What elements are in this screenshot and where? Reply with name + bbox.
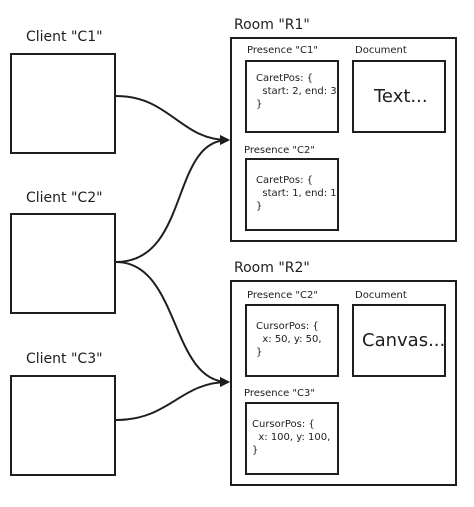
document-r2-box: Canvas... (352, 304, 446, 377)
client-c2-label: Client "C2" (26, 190, 103, 206)
presence-c2-r2-label: Presence "C2" (247, 290, 318, 301)
presence-c3-box: CursorPos: { x: 100, y: 100, } (245, 402, 339, 475)
room-r1-box: Presence "C1" CaretPos: { start: 2, end:… (230, 37, 457, 242)
presence-c1-code: CaretPos: { start: 2, end: 3, } (256, 73, 340, 110)
presence-c2-r2-code: CursorPos: { x: 50, y: 50, } (256, 321, 322, 358)
client-c3-box (10, 375, 116, 476)
arrow-c2-to-r1 (115, 135, 230, 263)
presence-c2-r2-box: CursorPos: { x: 50, y: 50, } (245, 304, 339, 377)
document-r1-label: Document (355, 45, 407, 56)
presence-c3-code: CursorPos: { x: 100, y: 100, } (252, 419, 331, 456)
room-r1-label: Room "R1" (234, 17, 310, 33)
client-c3-label: Client "C3" (26, 351, 103, 367)
document-r1-box: Text... (352, 60, 446, 133)
presence-c2-r1-box: CaretPos: { start: 1, end: 1, } (245, 158, 340, 231)
arrow-c3-to-r2 (115, 377, 230, 421)
arrow-c1-to-r1 (115, 95, 230, 145)
arrow-c2-to-r2 (115, 261, 230, 387)
room-r2-label: Room "R2" (234, 260, 310, 276)
room-r2-box: Presence "C2" CursorPos: { x: 50, y: 50,… (230, 280, 457, 486)
client-c1-label: Client "C1" (26, 29, 103, 45)
presence-c2-r1-code: CaretPos: { start: 1, end: 1, } (256, 175, 340, 212)
client-c2-box (10, 213, 116, 314)
presence-c2-r1-label: Presence "C2" (244, 145, 315, 156)
presence-c3-label: Presence "C3" (244, 388, 315, 399)
document-r2-content: Canvas... (362, 330, 446, 351)
document-r1-content: Text... (374, 86, 428, 107)
document-r2-label: Document (355, 290, 407, 301)
client-c1-box (10, 53, 116, 154)
presence-c1-label: Presence "C1" (247, 45, 318, 56)
presence-c1-box: CaretPos: { start: 2, end: 3, } (245, 60, 340, 133)
